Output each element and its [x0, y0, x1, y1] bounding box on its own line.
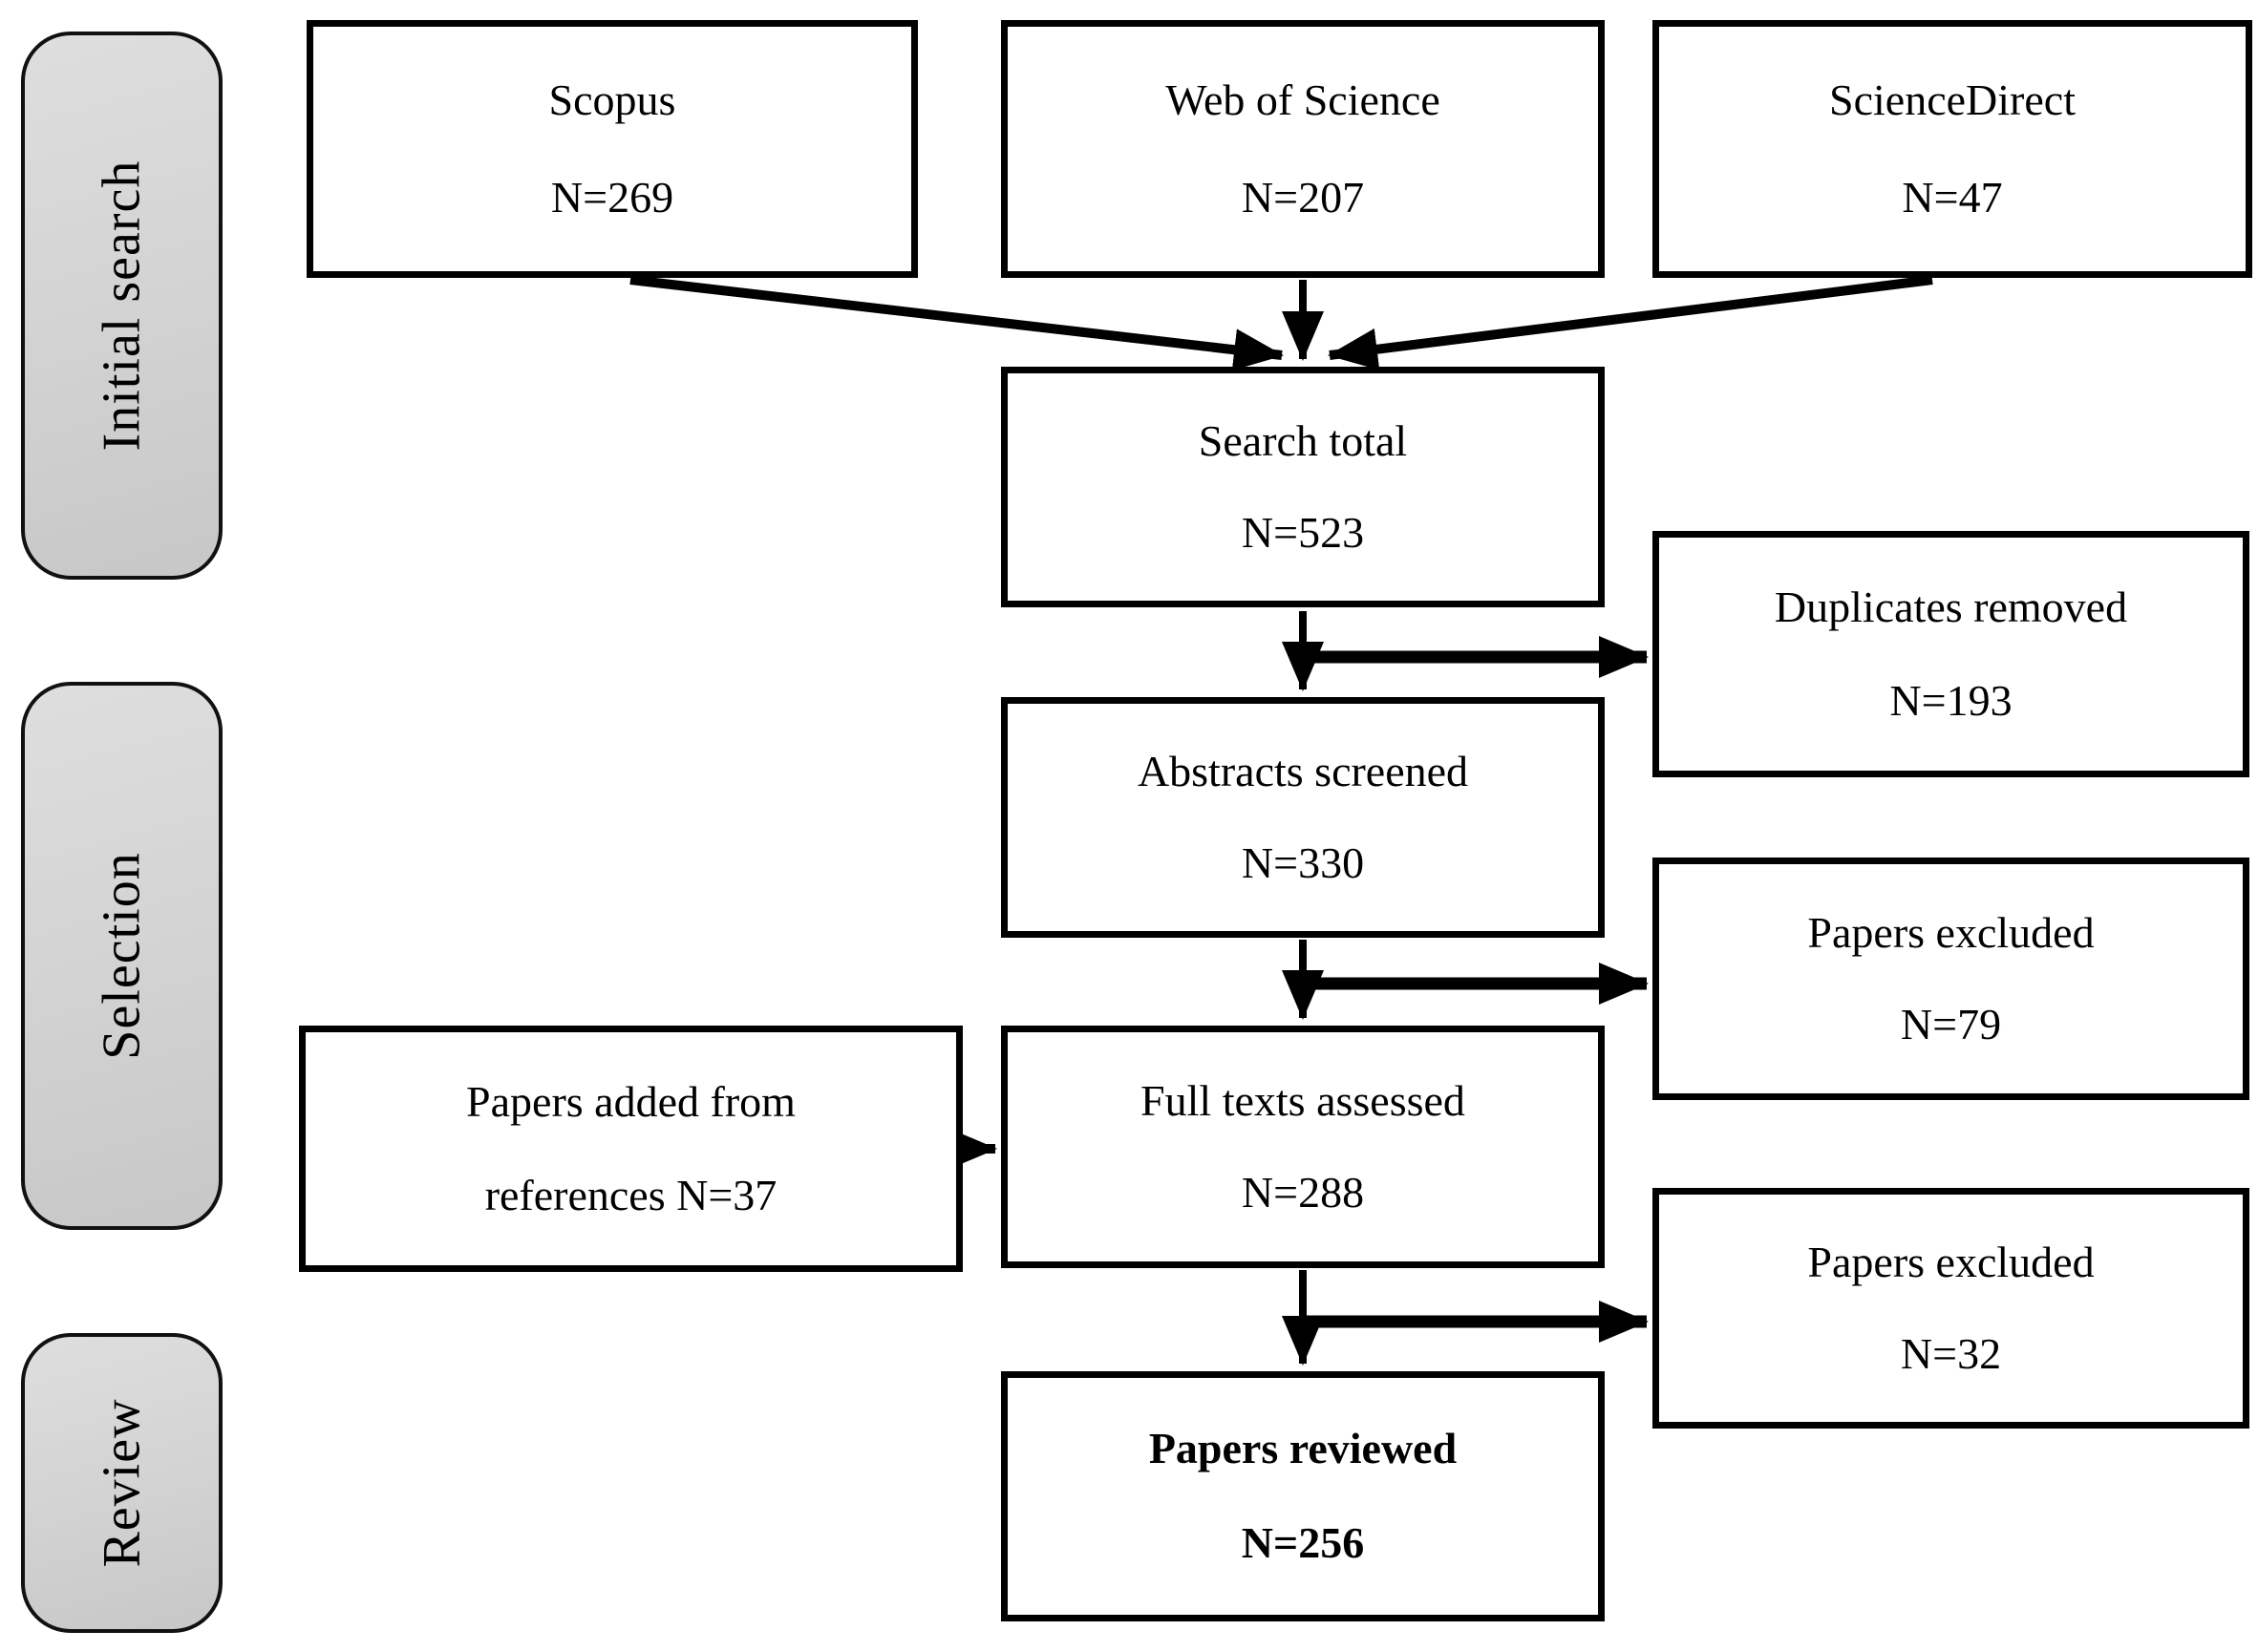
box-abstracts-screened: Abstracts screened N=330: [1001, 697, 1605, 938]
box-full-texts-assessed-count: N=288: [1241, 1167, 1365, 1217]
box-search-total: Search total N=523: [1001, 367, 1605, 607]
box-web-of-science-title: Web of Science: [1165, 75, 1440, 125]
box-papers-excluded-abstracts-title: Papers excluded: [1807, 907, 2095, 957]
stage-label-selection: Selection: [92, 852, 152, 1060]
box-sciencedirect: ScienceDirect N=47: [1652, 20, 2252, 278]
box-papers-reviewed-title: Papers reviewed: [1148, 1424, 1458, 1473]
box-sciencedirect-count: N=47: [1902, 172, 2003, 222]
box-papers-excluded-full-texts: Papers excluded N=32: [1652, 1188, 2249, 1429]
box-duplicates-removed-count: N=193: [1889, 675, 2013, 725]
box-papers-reviewed-count: N=256: [1241, 1518, 1365, 1568]
box-search-total-title: Search total: [1198, 416, 1408, 466]
box-duplicates-removed: Duplicates removed N=193: [1652, 531, 2249, 777]
box-papers-added-from-references: Papers added from references N=37: [299, 1026, 963, 1272]
stage-pill-review: Review: [21, 1333, 223, 1633]
box-papers-reviewed: Papers reviewed N=256: [1001, 1371, 1605, 1621]
stage-pill-initial-search: Initial search: [21, 32, 223, 580]
box-papers-excluded-abstracts: Papers excluded N=79: [1652, 858, 2249, 1100]
stage-label-initial-search: Initial search: [92, 159, 152, 452]
stage-pill-selection: Selection: [21, 682, 223, 1230]
box-full-texts-assessed: Full texts assessed N=288: [1001, 1026, 1605, 1268]
box-papers-excluded-full-texts-title: Papers excluded: [1807, 1238, 2095, 1287]
box-abstracts-screened-title: Abstracts screened: [1137, 747, 1469, 796]
box-full-texts-assessed-title: Full texts assessed: [1140, 1075, 1465, 1125]
box-papers-excluded-abstracts-count: N=79: [1900, 999, 2002, 1048]
box-abstracts-screened-count: N=330: [1241, 837, 1365, 887]
box-papers-added-line2: references N=37: [484, 1170, 778, 1219]
box-scopus-title: Scopus: [548, 75, 676, 125]
box-sciencedirect-title: ScienceDirect: [1829, 75, 2076, 125]
box-duplicates-removed-title: Duplicates removed: [1774, 582, 2128, 632]
box-scopus: Scopus N=269: [307, 20, 918, 278]
box-web-of-science-count: N=207: [1241, 172, 1365, 222]
box-scopus-count: N=269: [550, 172, 674, 222]
box-search-total-count: N=523: [1241, 507, 1365, 557]
arrow-sciencedirect-to-search-total: [1328, 275, 1933, 371]
stage-label-review: Review: [92, 1398, 152, 1568]
arrow-scopus-to-search-total: [629, 275, 1284, 371]
box-papers-excluded-full-texts-count: N=32: [1900, 1328, 2002, 1378]
box-web-of-science: Web of Science N=207: [1001, 20, 1605, 278]
box-papers-added-line1: Papers added from: [466, 1077, 796, 1127]
